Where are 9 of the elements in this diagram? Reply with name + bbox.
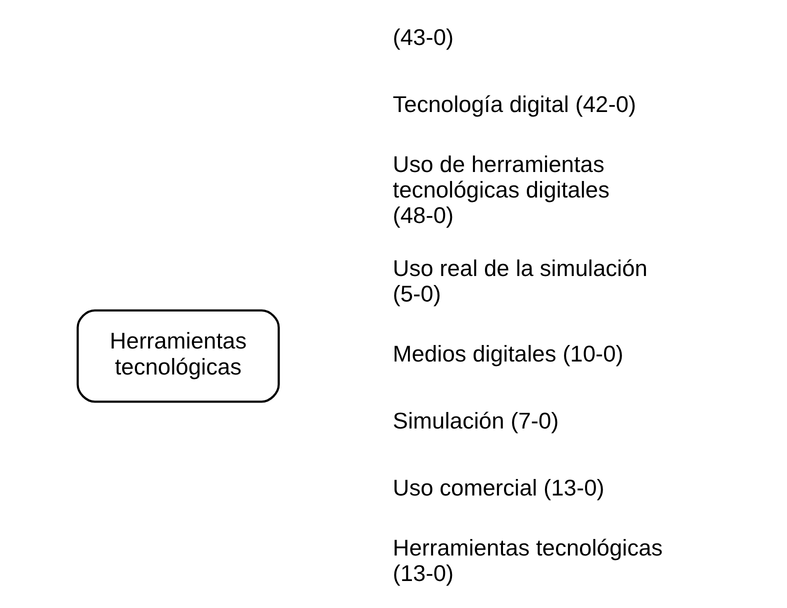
label: Tecnología digital (42-0)	[392, 90, 636, 117]
label: Uso comercial (13-0)	[392, 474, 604, 500]
label: Herramientas tecnológicas (13-0)	[392, 534, 663, 586]
node-box: Herramientas tecnológicas	[76, 309, 280, 403]
label: (43-0)	[392, 24, 454, 50]
label: Uso de herramientas tecnológicas digitales (48-0)	[392, 150, 610, 228]
label: Medios digitales (10-0)	[392, 340, 624, 366]
label: Simulación (7-0)	[392, 407, 559, 434]
label: Uso real de la simulación (5-0)	[392, 254, 648, 307]
